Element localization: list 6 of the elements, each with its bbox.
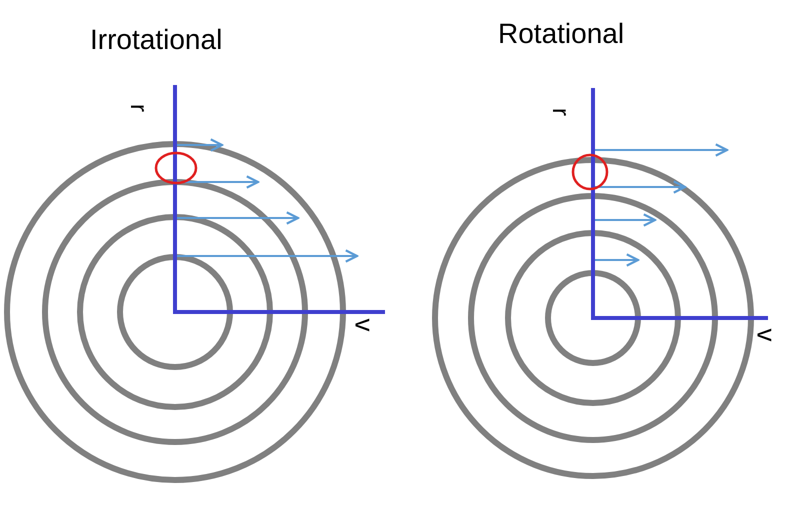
axis-label: r	[126, 104, 150, 112]
axis-label: r	[548, 108, 572, 116]
panel-title: Irrotational	[90, 26, 222, 54]
axis-label: v	[352, 318, 378, 332]
axis-label: v	[754, 328, 780, 342]
panel-title: Rotational	[498, 20, 624, 48]
